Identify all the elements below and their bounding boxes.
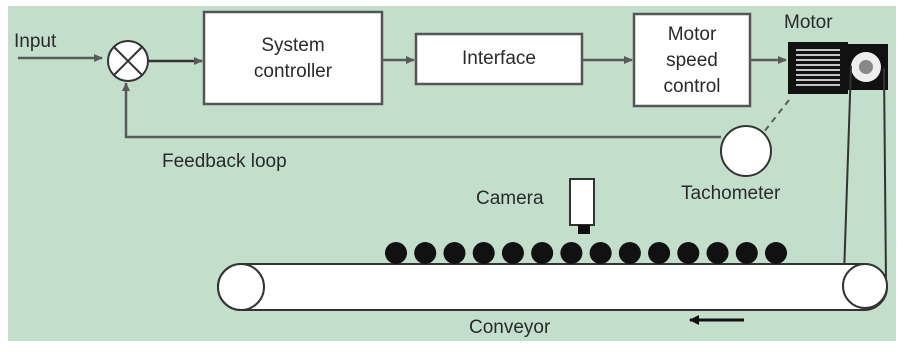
interface-label: Interface: [462, 48, 536, 69]
motor-icon: [788, 42, 888, 94]
input-label: Input: [14, 31, 57, 52]
belt-object: [618, 242, 641, 264]
conveyor-label: Conveyor: [469, 317, 551, 338]
belt-object: [735, 242, 758, 264]
system-controller-label-line1: System: [261, 35, 324, 56]
system-controller-label-line2: controller: [254, 61, 333, 82]
left-roller: [217, 263, 265, 311]
belt-object: [560, 242, 583, 264]
belt-object: [765, 242, 787, 264]
system-controller-block: System controller: [202, 10, 384, 106]
belt-object: [648, 242, 671, 264]
right-roller: [842, 263, 888, 309]
belt-object: [531, 242, 554, 264]
feedback-loop-label: Feedback loop: [162, 151, 287, 172]
belt-object: [414, 242, 437, 264]
tachometer-coupling: [759, 99, 790, 138]
belt-object: [677, 242, 700, 264]
summing-junction: [107, 40, 149, 82]
tachometer-label: Tachometer: [681, 183, 781, 204]
motor-speed-control-block: Motor speed control: [632, 12, 752, 108]
tachometer-icon: [720, 125, 772, 177]
motor-speed-control-label-line3: control: [663, 76, 720, 97]
camera-icon: [569, 178, 595, 234]
belt-object: [501, 242, 524, 264]
interface-block: Interface: [414, 32, 584, 86]
belt-objects: [385, 242, 787, 264]
camera-label: Camera: [476, 188, 544, 209]
drive-belt: [843, 65, 887, 285]
motor-speed-control-label-line1: Motor: [668, 24, 717, 45]
conveyor-belt: [217, 263, 888, 311]
belt-object: [472, 242, 495, 264]
belt-object: [589, 242, 612, 264]
belt-object: [706, 242, 729, 264]
motor-label: Motor: [784, 12, 833, 33]
belt-object: [385, 242, 407, 264]
belt-object: [443, 242, 466, 264]
feedback-loop-line: [122, 82, 721, 139]
motor-speed-control-label-line2: speed: [666, 50, 718, 71]
